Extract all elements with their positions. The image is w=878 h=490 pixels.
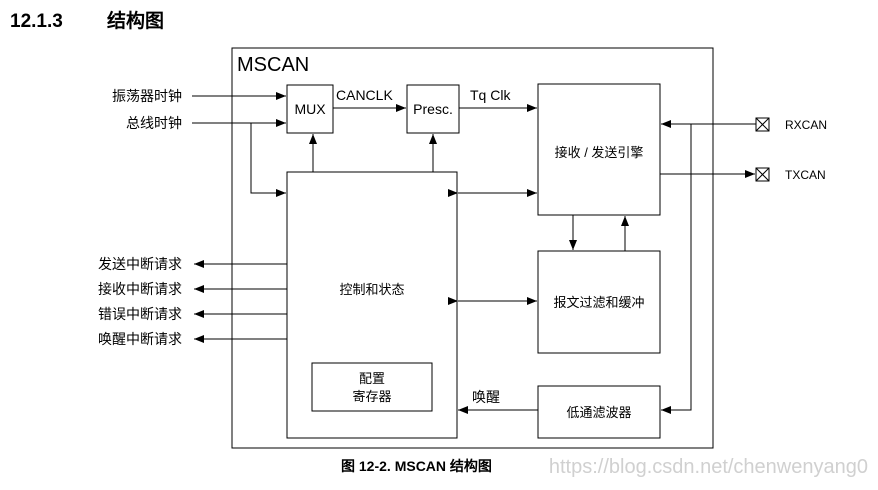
low-pass-filter-block: 低通滤波器 <box>537 385 661 439</box>
message-filter-buffer-label: 报文过滤和缓冲 <box>553 295 644 310</box>
bus-clock-to-control-arrow <box>250 123 286 197</box>
rxcan-pin <box>755 117 770 132</box>
wakeup-label: 唤醒 <box>472 389 500 405</box>
prescaler-label: Presc. <box>413 101 453 117</box>
tx-interrupt-label: 发送中断请求 <box>98 256 182 272</box>
mux-block: MUX <box>286 84 334 134</box>
tx-rx-engine-block: 接收 / 发送引擎 <box>537 83 661 216</box>
txcan-label: TXCAN <box>785 168 826 182</box>
mscan-title: MSCAN <box>237 54 309 76</box>
watermark: https://blog.csdn.net/chenwenyang0 <box>549 456 868 478</box>
rxcan-to-lpf-arrow <box>661 124 692 414</box>
prescaler-block: Presc. <box>406 84 460 134</box>
message-filter-buffer-block: 报文过滤和缓冲 <box>537 250 661 354</box>
wakeup-interrupt-label: 唤醒中断请求 <box>98 331 182 347</box>
config-registers-block: 配置 寄存器 <box>311 362 433 412</box>
canclk-label: CANCLK <box>336 87 393 103</box>
osc-clock-label: 振荡器时钟 <box>112 88 182 104</box>
config-registers-line1: 配置 <box>359 371 385 386</box>
txcan-pin <box>755 167 770 182</box>
section-number: 12.1.3 <box>10 11 63 32</box>
error-interrupt-label: 错误中断请求 <box>98 306 182 322</box>
mux-label: MUX <box>294 101 326 117</box>
low-pass-filter-label: 低通滤波器 <box>566 405 631 420</box>
tx-rx-engine-label: 接收 / 发送引擎 <box>555 145 644 160</box>
section-title: 结构图 <box>107 9 164 32</box>
control-status-label: 控制和状态 <box>339 282 404 297</box>
mscan-container <box>231 47 714 449</box>
figure-caption: 图 12-2. MSCAN 结构图 <box>341 458 492 474</box>
rxcan-label: RXCAN <box>785 118 827 132</box>
rx-interrupt-label: 接收中断请求 <box>98 281 182 297</box>
tq-clk-label: Tq Clk <box>470 87 511 103</box>
config-registers-line2: 寄存器 <box>352 389 391 404</box>
bus-clock-label: 总线时钟 <box>126 115 182 131</box>
